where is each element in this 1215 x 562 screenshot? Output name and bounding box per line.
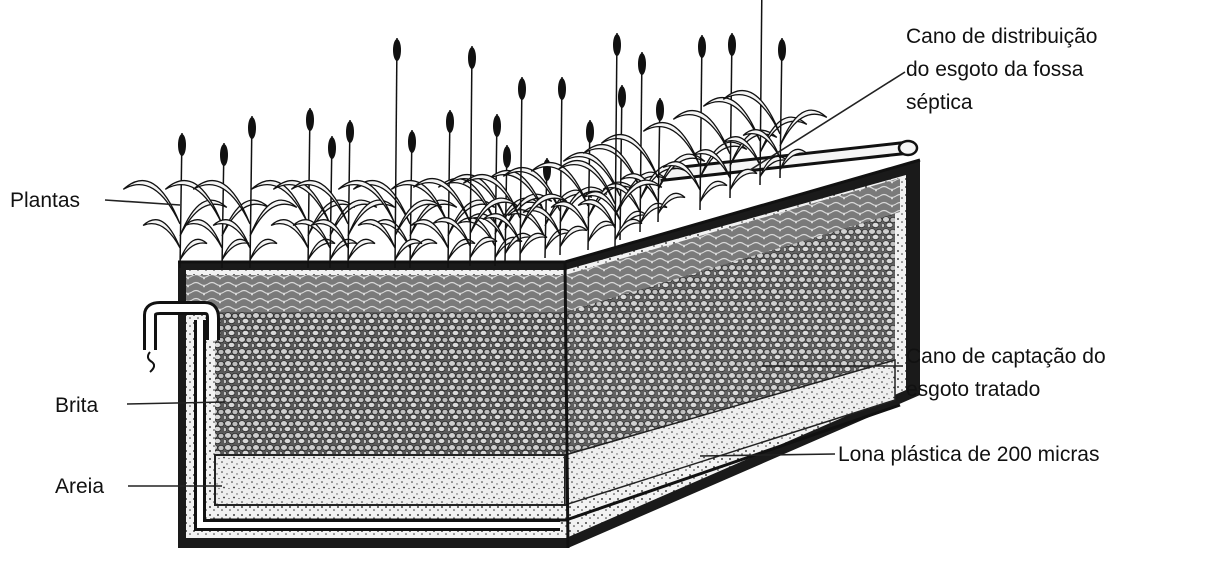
reed-catkin	[220, 144, 228, 166]
reed-stalk	[640, 52, 642, 232]
label-collection-line1: Cano de captação do	[906, 340, 1106, 373]
reed-catkin	[468, 47, 476, 69]
reed-leaf	[615, 219, 642, 240]
label-liner: Lona plástica de 200 micras	[838, 440, 1100, 470]
reed-catkin	[698, 36, 706, 58]
label-distribution-line2: do esgoto da fossa	[906, 53, 1097, 86]
label-collection-pipe: Cano de captação do esgoto tratado	[906, 340, 1106, 406]
label-brita: Brita	[55, 391, 98, 421]
reed-catkin	[558, 78, 566, 100]
reed-leaf	[143, 220, 180, 248]
reed-catkin	[178, 134, 186, 156]
reed-leaf	[780, 110, 827, 146]
reed-leaf	[222, 239, 249, 260]
reed-catkin	[408, 131, 416, 153]
sand-layer	[215, 455, 565, 505]
gravel-layer	[215, 300, 565, 455]
reed-leaf	[470, 237, 497, 258]
reed-catkin	[346, 121, 354, 143]
label-distribution-line1: Cano de distribuição	[906, 20, 1097, 53]
reed-catkin	[306, 109, 314, 131]
reed-leaf	[588, 221, 615, 242]
reed-catkin	[613, 34, 621, 56]
reed-catkin	[518, 78, 526, 100]
reed-catkin	[656, 99, 664, 121]
label-distribution-line3: séptica	[906, 86, 1097, 119]
label-plantas: Plantas	[10, 186, 80, 216]
reed-leaf	[643, 123, 700, 166]
reed-catkin	[618, 86, 626, 108]
reed-catkin	[248, 117, 256, 139]
reed-catkin	[328, 137, 336, 159]
reed-leaf	[551, 202, 588, 230]
reed-leaf	[700, 181, 727, 202]
reed-catkin	[586, 121, 594, 143]
reed-leaf	[601, 135, 658, 178]
reed-catkin	[393, 39, 401, 61]
reed-leaf	[180, 239, 207, 260]
reed-leaf	[250, 200, 297, 236]
label-areia: Areia	[55, 472, 104, 502]
reed-stalk	[620, 85, 622, 240]
label-distribution-pipe: Cano de distribuição do esgoto da fossa …	[906, 20, 1097, 119]
reed-catkin	[446, 111, 454, 133]
reed-catkin	[638, 53, 646, 75]
label-collection-line2: esgoto tratado	[906, 373, 1106, 406]
reed-catkin	[503, 146, 511, 168]
reed-catkin	[778, 39, 786, 61]
reed-stalk	[700, 35, 702, 210]
reed-catkin	[493, 115, 501, 137]
reed-catkin	[728, 34, 736, 56]
reed-leaf	[250, 239, 277, 260]
